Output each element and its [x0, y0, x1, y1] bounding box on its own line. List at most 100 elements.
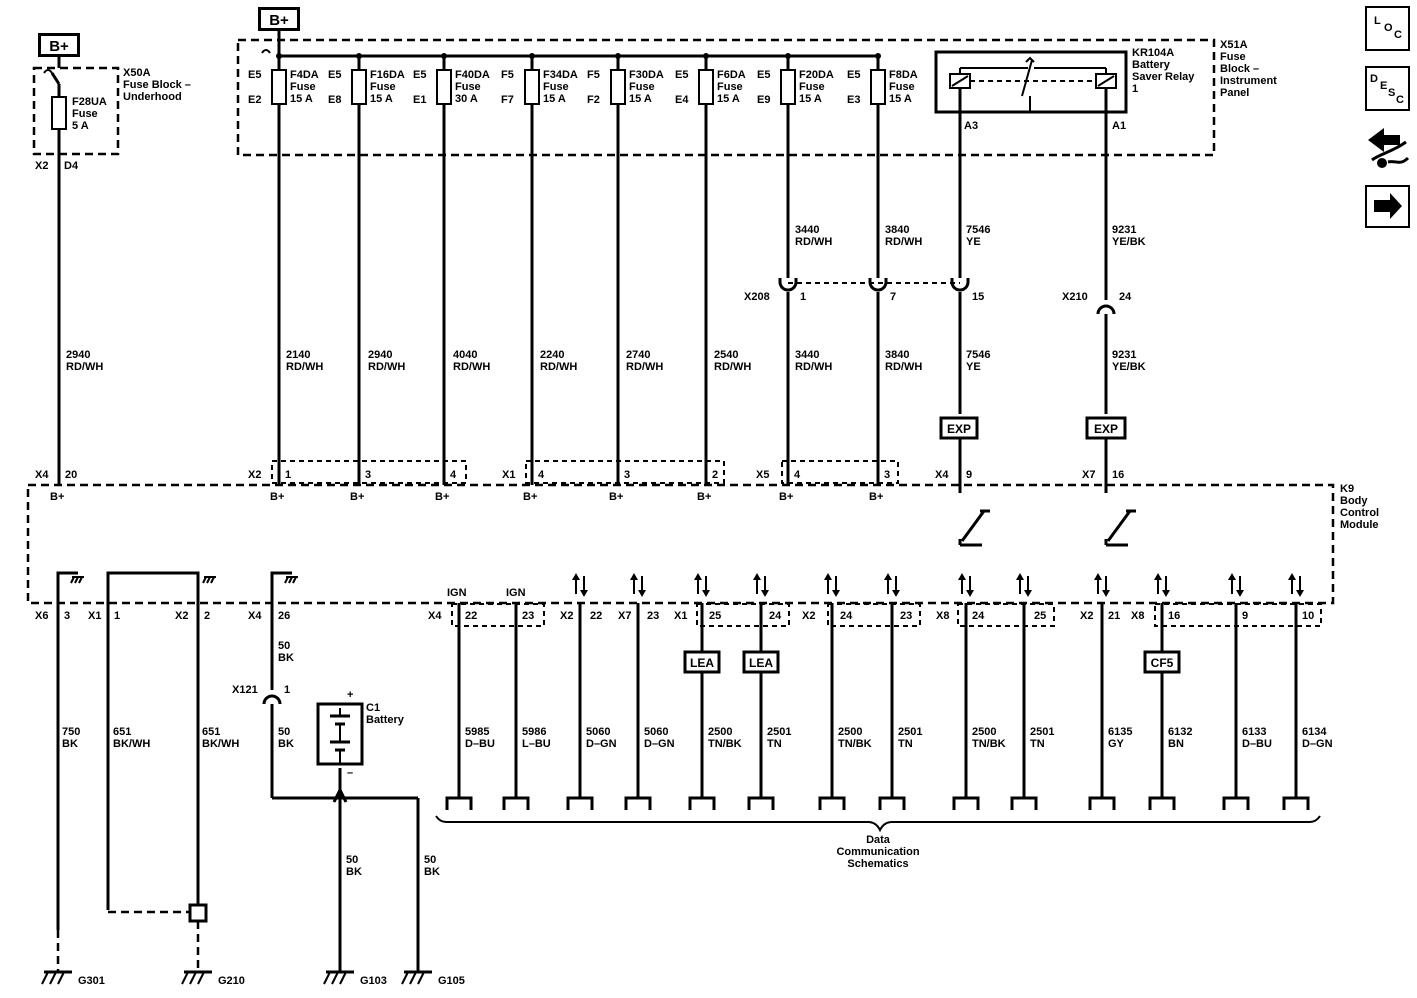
wire-color: TN [767, 738, 782, 750]
svg-text:A1: A1 [1112, 120, 1126, 132]
desc-button[interactable]: D E S C [1365, 66, 1410, 111]
wire-color: BN [1168, 738, 1184, 750]
svg-text:X210: X210 [1062, 291, 1088, 303]
fuse-pin-top: E5 [413, 69, 426, 81]
svg-text:22: 22 [590, 610, 602, 622]
svg-text:E: E [1380, 80, 1387, 92]
wire-number: 6134 [1302, 726, 1327, 738]
battery-c1: + – C1 Battery [316, 689, 405, 779]
connector-terminal [952, 796, 980, 810]
svg-text:KR104A: KR104A [1132, 47, 1174, 59]
svg-text:750: 750 [62, 726, 80, 738]
bidirectional-arrow-icon [572, 573, 588, 597]
svg-text:16: 16 [1168, 610, 1180, 622]
svg-text:RD/WH: RD/WH [286, 361, 323, 373]
data-communication-lines: 5985D–BU5986L–BU5060D–GN5060D–GN2500TN/B… [445, 603, 1333, 810]
bidirectional-arrow-icon [1154, 573, 1170, 597]
svg-text:2240: 2240 [540, 349, 564, 361]
loc-button[interactable]: L O C [1365, 6, 1410, 51]
svg-text:YE/BK: YE/BK [1112, 236, 1146, 248]
svg-text:3440: 3440 [795, 349, 819, 361]
bidirectional-arrow-icon [1228, 573, 1244, 597]
svg-text:C: C [1396, 94, 1404, 106]
svg-text:Saver Relay: Saver Relay [1132, 71, 1195, 83]
exp-box-a: EXP [939, 416, 979, 485]
svg-text:20: 20 [65, 469, 77, 481]
svg-text:26: 26 [278, 610, 290, 622]
svg-text:X1: X1 [674, 610, 687, 622]
svg-text:X5: X5 [756, 469, 769, 481]
svg-text:L: L [1374, 15, 1381, 27]
wire-number: 2501 [898, 726, 922, 738]
fuse-rating: 15 A [799, 93, 822, 105]
upper-wire-labels: 3440 RD/WH 3840 RD/WH 7546 YE 9231 YE/BK [795, 224, 1146, 248]
battery-saver-relay: KR104A Battery Saver Relay 1 A3 A1 [934, 47, 1195, 132]
fuse-type: Fuse [629, 81, 655, 93]
bidirectional-arrow-icon [1288, 573, 1304, 597]
svg-text:4: 4 [794, 469, 801, 481]
svg-text:4: 4 [450, 469, 457, 481]
svg-text:2540: 2540 [714, 349, 738, 361]
ground-label: G210 [218, 975, 245, 987]
lea-box-a: LEA [683, 650, 721, 674]
svg-text:1: 1 [1132, 83, 1138, 95]
svg-text:X4: X4 [35, 469, 49, 481]
next-arrow-button[interactable] [1365, 185, 1410, 228]
svg-text:50: 50 [424, 854, 436, 866]
body-control-module: K9 Body Control Module B+ B+ B+ B+ B+ B+… [26, 483, 1379, 605]
fuse-rating: 15 A [717, 93, 740, 105]
svg-text:3440: 3440 [795, 224, 819, 236]
wire-color: TN/BK [838, 738, 872, 750]
bidirectional-arrow-icon [1094, 573, 1110, 597]
fuse-type: Fuse [543, 81, 569, 93]
svg-text:X2: X2 [175, 610, 188, 622]
wire-number: 2501 [767, 726, 791, 738]
svg-text:3840: 3840 [885, 349, 909, 361]
connector-view-icon[interactable] [1368, 128, 1410, 168]
fuse-name: F40DA [455, 69, 490, 81]
fuse-type: Fuse [455, 81, 481, 93]
bidirectional-arrow-icon [753, 573, 769, 597]
svg-text:LEA: LEA [749, 656, 773, 670]
svg-text:RD/WH: RD/WH [626, 361, 663, 373]
svg-text:Instrument: Instrument [1220, 75, 1277, 87]
svg-text:24: 24 [1119, 291, 1132, 303]
wire-number: 5060 [644, 726, 668, 738]
svg-text:CF5: CF5 [1151, 656, 1174, 670]
connector-terminal [502, 796, 530, 810]
cf5-box: CF5 [1143, 650, 1181, 674]
svg-text:B+: B+ [779, 491, 793, 503]
inline-connector-x210: X210 24 [1062, 291, 1132, 315]
svg-text:X51A: X51A [1220, 39, 1248, 51]
svg-text:RD/WH: RD/WH [453, 361, 490, 373]
svg-text:1: 1 [284, 684, 290, 696]
svg-text:X50A: X50A [123, 67, 151, 79]
fuse-symbol [524, 69, 540, 105]
svg-text:X2: X2 [35, 160, 48, 172]
svg-text:3: 3 [365, 469, 371, 481]
svg-text:BK: BK [62, 738, 78, 750]
bcm-top-connector-groups [271, 460, 899, 484]
svg-text:B+: B+ [609, 491, 623, 503]
svg-text:Underhood: Underhood [123, 91, 182, 103]
fuse-rating: 30 A [455, 93, 478, 105]
fuse-symbol [780, 69, 796, 105]
svg-text:X121: X121 [232, 684, 258, 696]
splice-pack [188, 903, 208, 923]
fuse-rating: 15 A [889, 93, 912, 105]
fuse-type: Fuse [370, 81, 396, 93]
connector-terminal [1010, 796, 1038, 810]
wire-number: 5060 [586, 726, 610, 738]
svg-text:25: 25 [1034, 610, 1046, 622]
svg-text:X2: X2 [1080, 610, 1093, 622]
